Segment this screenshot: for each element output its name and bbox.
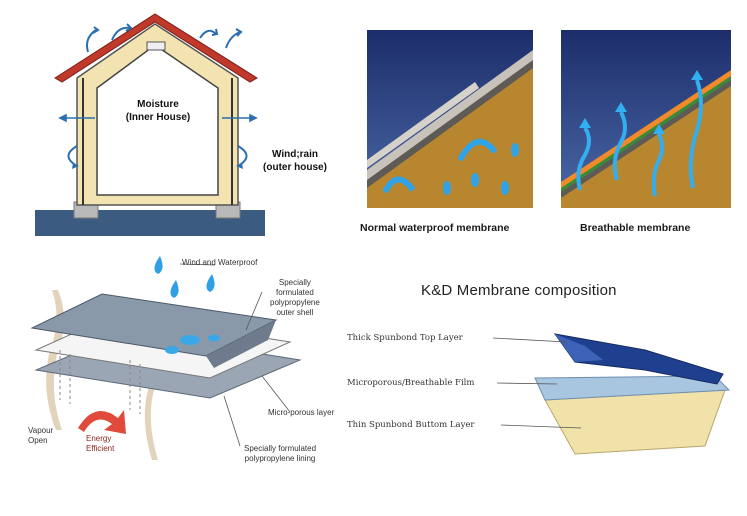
outer-label-line2: (outer house) (263, 162, 327, 173)
vapour-open-label: Vapour Open (28, 426, 53, 446)
lining-line1: Specially formulated (244, 444, 317, 453)
house-diagram: Moisture (Inner House) Wind;rain (outer … (0, 0, 330, 245)
film-layer-label: Microporous/Breathable Film (347, 378, 475, 388)
roof-comparison-illustration (367, 30, 731, 208)
outer-shell-label: Specially formulated polypropylene outer… (270, 278, 320, 318)
breathable-membrane-caption: Breathable membrane (580, 222, 691, 234)
outer-shell-line3: polypropylene (270, 298, 320, 307)
breathable-membrane-image (561, 30, 731, 208)
energy-line1: Energy (86, 434, 112, 443)
top-layer-label: Thick Spunbond Top Layer (347, 333, 463, 343)
wind-waterproof-label: Wind and Waterproof (182, 258, 258, 267)
lining-line2: polypropylene lining (244, 454, 316, 463)
vapour-line1: Vapour (28, 426, 54, 435)
layers-illustration (30, 256, 302, 460)
composition-illustration (492, 333, 731, 455)
outer-house-label: Wind;rain (outer house) (258, 148, 332, 174)
surface-droplets (165, 334, 220, 354)
composition-title: K&D Membrane composition (421, 282, 617, 299)
outer-shell-line4: outer shell (276, 308, 314, 317)
bottom-layer-label: Thin Spunbond Buttom Layer (347, 420, 475, 430)
vapour-line2: Open (28, 436, 48, 445)
roof (54, 13, 258, 83)
leader-lines (179, 263, 291, 447)
roof-comparison: Normal waterproof membrane Breathable me… (355, 20, 747, 245)
breathable-film-layer (534, 375, 731, 401)
energy-efficient-label: Energy Efficient (86, 434, 114, 454)
lining-label: Specially formulated polypropylene linin… (244, 444, 316, 464)
microporous-label: Micro-porous layer (268, 408, 335, 417)
composition-leaders (492, 337, 582, 429)
bottom-spunbond-layer (544, 389, 726, 455)
outer-shell-line2: formulated (276, 288, 314, 297)
attic-vent (146, 41, 166, 51)
outer-shell-line1: Specially (278, 278, 311, 287)
house-inner-room (96, 44, 219, 196)
composition-diagram: K&D Membrane composition Thick Spunbond … (345, 250, 747, 516)
inner-label-line1: Moisture (137, 99, 179, 110)
energy-arrow-icon (78, 410, 126, 434)
roof-vent-arrows (86, 23, 243, 53)
normal-membrane-image (367, 30, 533, 208)
outer-label-line1: Wind;rain (271, 149, 318, 160)
layers-diagram: Wind and Waterproof Specially formulated… (0, 250, 345, 516)
inner-label-line2: (Inner House) (125, 112, 191, 123)
inner-house-label: Moisture (Inner House) (120, 98, 196, 124)
rain-drops (154, 256, 215, 298)
moisture-out-arrows (58, 113, 258, 123)
house-illustration (35, 13, 265, 236)
normal-membrane-caption: Normal waterproof membrane (360, 222, 510, 234)
energy-line2: Efficient (86, 444, 115, 453)
